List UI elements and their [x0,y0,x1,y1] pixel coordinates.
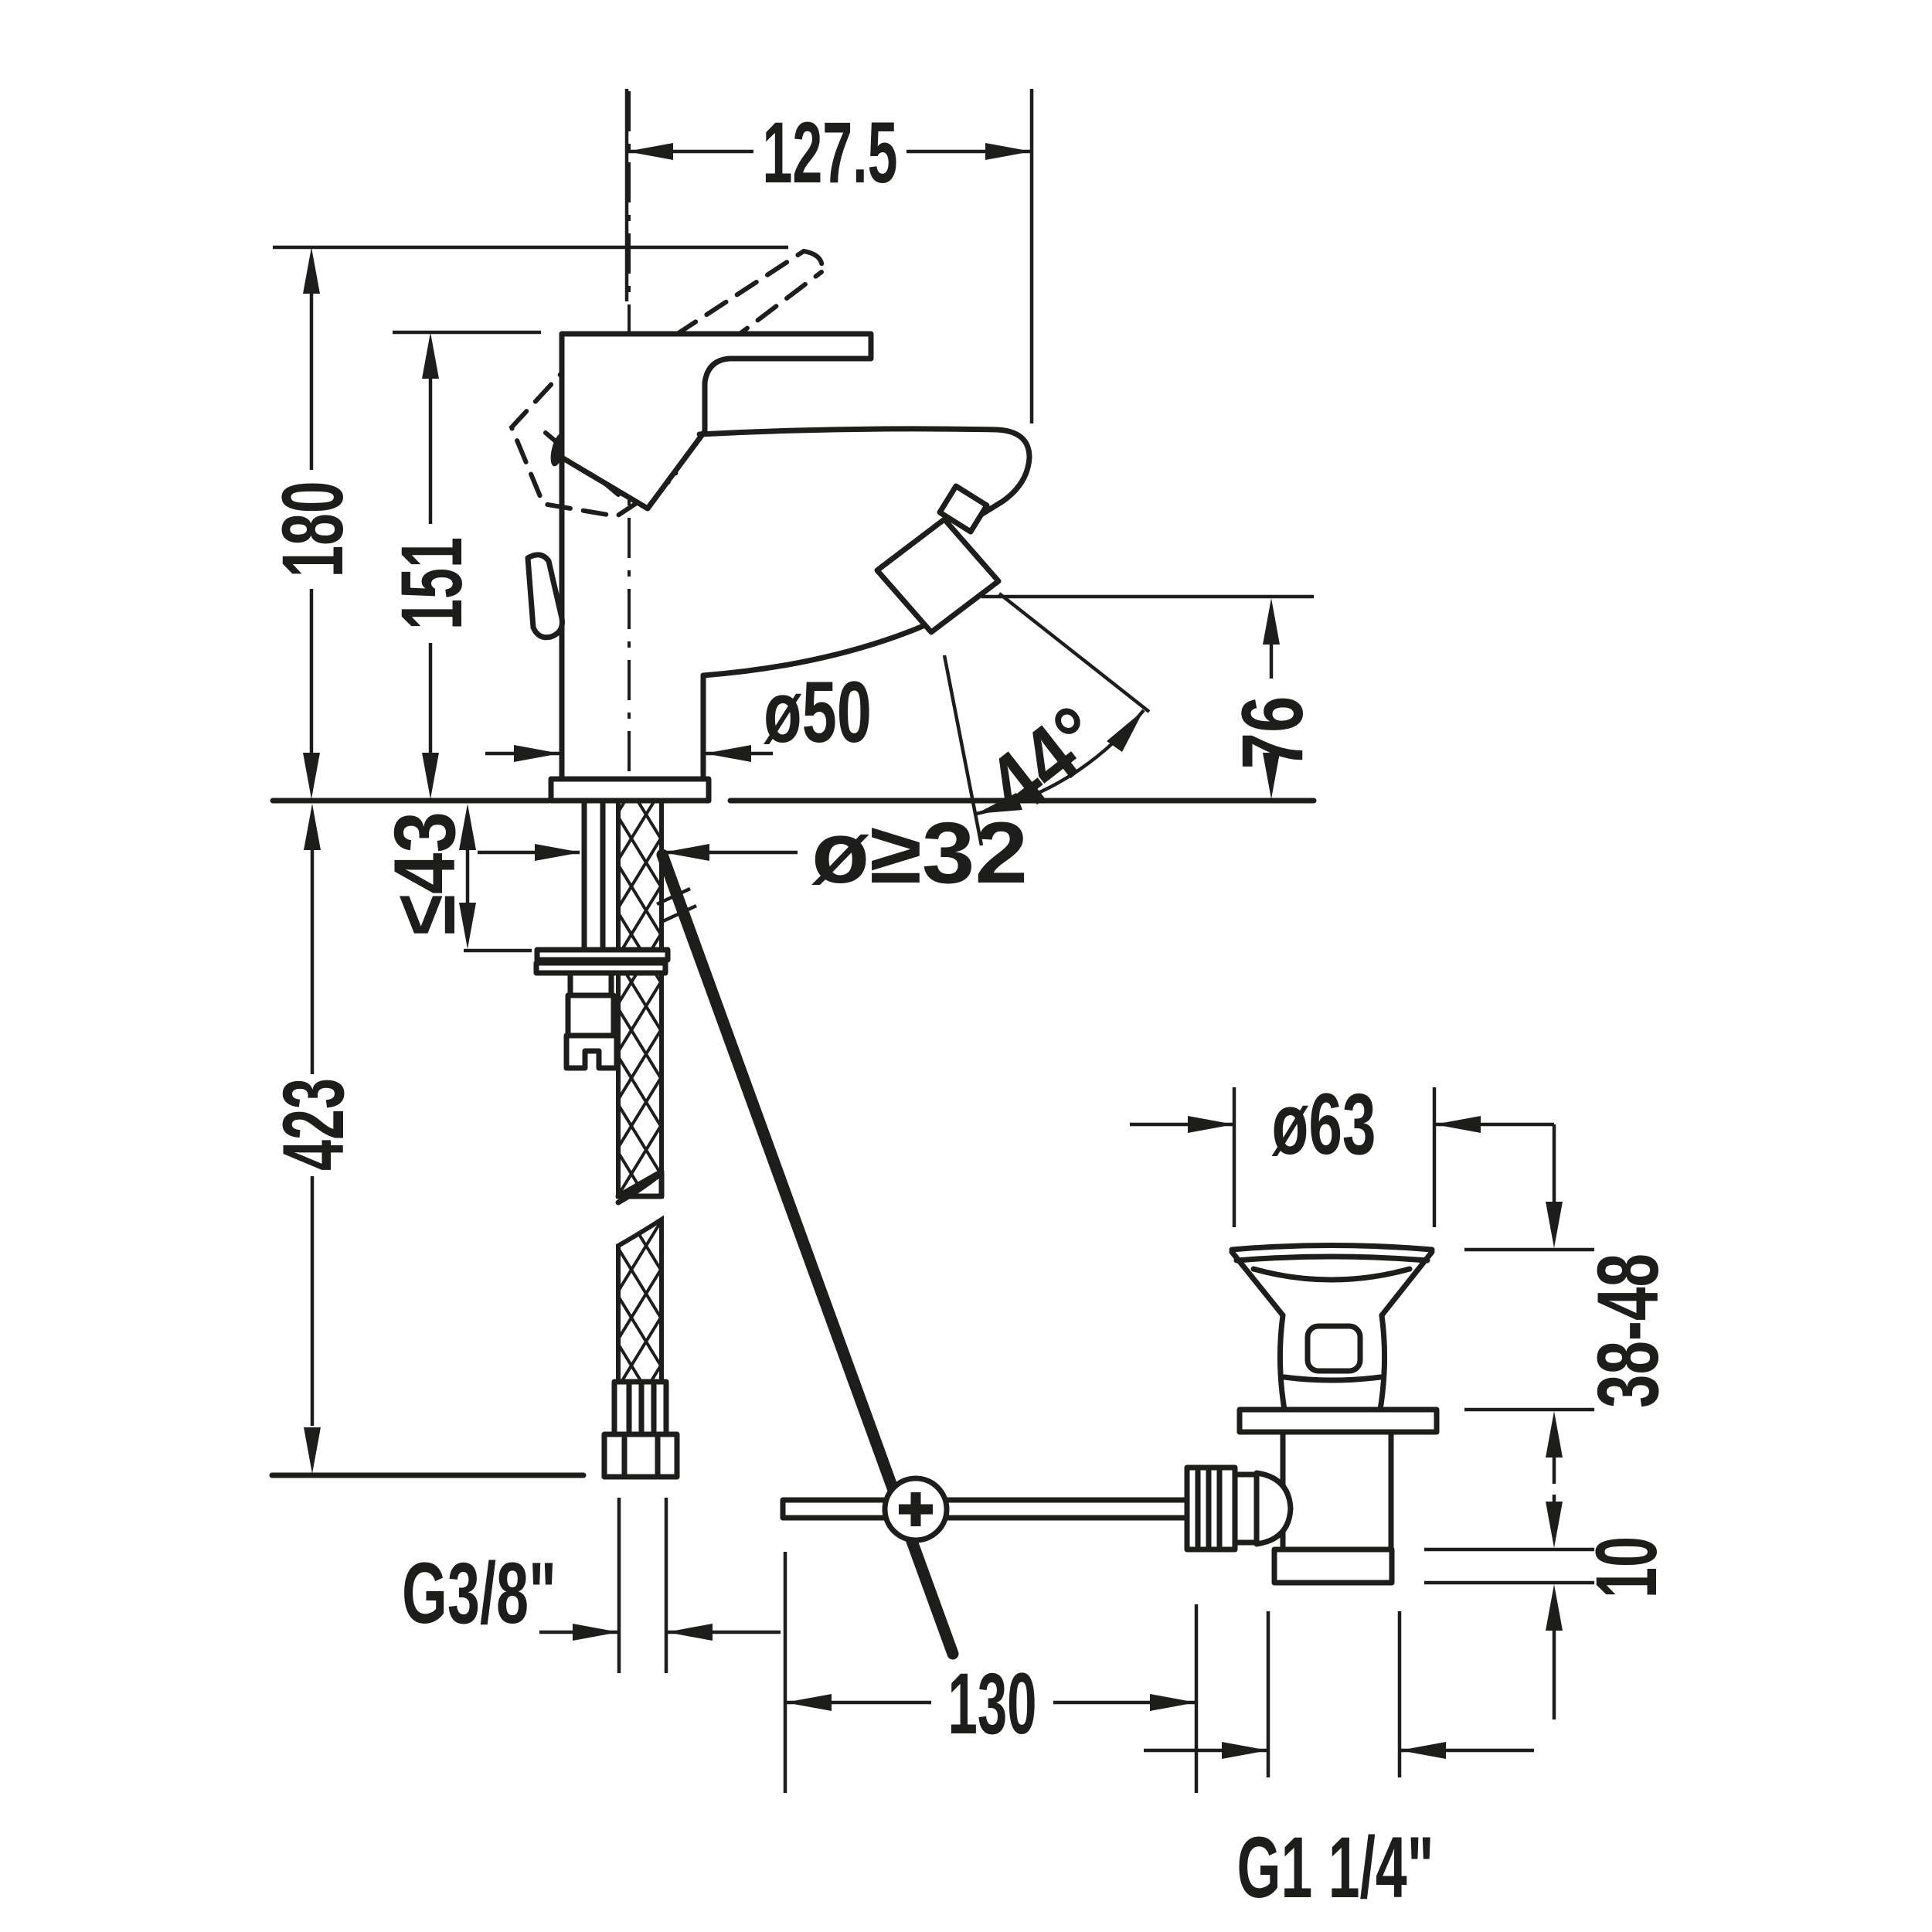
arrowhead [422,753,439,799]
arrowhead [1546,1202,1563,1248]
arrowhead [1434,1116,1481,1133]
dim-label-151: 151 [383,537,480,630]
arrowhead [627,143,673,160]
arrowhead [304,804,321,850]
dim-label-le43: ≤43 [376,811,473,935]
drain-body-sides [1277,1312,1388,1413]
arrowhead [1263,598,1280,645]
arrowhead [1222,1742,1268,1759]
mounting-washer [534,947,671,963]
arrowhead [573,1624,619,1641]
drain-overflow-hole [1304,1323,1363,1374]
supply-hose-lower [616,1215,664,1384]
dimensions: 127.5 180 151 ø50 [264,89,1676,1916]
shank-nut-mid [565,992,617,1039]
dim-76: 76 [981,594,1321,799]
arrowhead [1546,1584,1563,1631]
arrowhead [1263,753,1280,799]
arrowhead [976,793,1022,814]
rod-boss [1253,1470,1294,1547]
arrowhead [785,1694,832,1711]
popup-knob [525,552,565,641]
dim-label-phi63: ø63 [1272,1076,1376,1172]
arrowhead [459,804,476,850]
rod-tick [656,886,691,906]
dim-label-phi32: ø≥32 [811,804,1028,901]
dim-127-5: 127.5 [624,89,1034,423]
arrowhead [1188,1116,1234,1133]
arrowhead [303,753,320,799]
aerator-head [874,516,1002,635]
shank-nut-top [567,970,614,998]
dim-label-phi50: ø50 [764,664,872,760]
hose-break-top [615,1170,665,1206]
dim-phi63: ø63 [1130,1076,1554,1227]
shank-nut-slotted [563,1032,620,1071]
spout-top [696,426,1032,523]
arrowhead [535,844,581,861]
hose-break-mask [615,1168,665,1199]
arrowhead [514,745,560,762]
drain-joint-line [1281,1374,1383,1383]
dim-180: 180 [264,245,788,799]
dim-label-76: 76 [1224,696,1321,770]
arrowhead [1107,710,1144,752]
dim-151: 151 [383,330,541,799]
drain-washer-flange [1236,1406,1440,1435]
drain-flange-rim2 [1233,1253,1430,1264]
arrowhead [422,332,439,379]
angle-line-b [998,592,1151,713]
dim-130: 130 [783,1552,1199,1793]
drain-cone [1229,1249,1435,1318]
drain-mouth [1250,1266,1413,1283]
arrowhead [1546,1502,1563,1548]
dim-label-423: 423 [265,1078,362,1171]
base-flange [548,776,712,804]
arrowhead [1546,1411,1563,1458]
dim-label-127-5: 127.5 [763,104,898,201]
dim-label-g114: G1 1/4" [1237,1819,1434,1916]
dim-423: 423 [265,804,587,1478]
rod-tick [662,903,697,923]
popup-waste [1184,1243,1440,1586]
arrowhead [459,903,476,949]
dim-label-g38: G3/8" [402,1545,556,1641]
horizontal-rod [780,1497,1190,1521]
dim-phi50: ø50 [485,664,872,762]
popup-horizontal-rod [780,1475,1190,1543]
arrowhead [303,247,320,294]
aerator [874,483,1002,635]
drain-tailpiece [1271,1546,1395,1586]
faucet-body [525,331,1032,804]
faucet-mixer [509,91,1032,804]
knurl-collar [1232,1471,1260,1546]
dim-phi32: ø≥32 [478,804,1028,901]
handle-lever [559,331,874,512]
arrowhead [663,844,709,861]
dim-label-180: 180 [264,481,361,578]
dim-le43: ≤43 [376,804,532,953]
dim-g114: G1 1/4" [1144,1611,1534,1916]
hose-hex-nut [601,1431,680,1480]
dim-38-48-and-10: 38-48 10 [1424,1124,1676,1719]
arrowhead [985,143,1032,160]
arrowhead [666,1624,713,1641]
aerator-connector [937,483,990,535]
arrowhead [304,1427,321,1474]
arrowhead [1150,1694,1196,1711]
drain-lower-body [1280,1429,1394,1553]
dim-g38: G3/8" [402,1498,781,1673]
arrowhead [1400,1742,1446,1759]
dim-label-38-48: 38-48 [1580,1253,1676,1408]
supply-hose-upper [616,798,664,1199]
dim-label-130: 130 [948,1655,1037,1752]
arrowhead [705,745,751,762]
angle-line-a [942,655,984,846]
below-deck-assembly [270,798,1317,1660]
dim-label-10: 10 [1578,1536,1675,1598]
drain-flange-rim [1229,1243,1435,1253]
